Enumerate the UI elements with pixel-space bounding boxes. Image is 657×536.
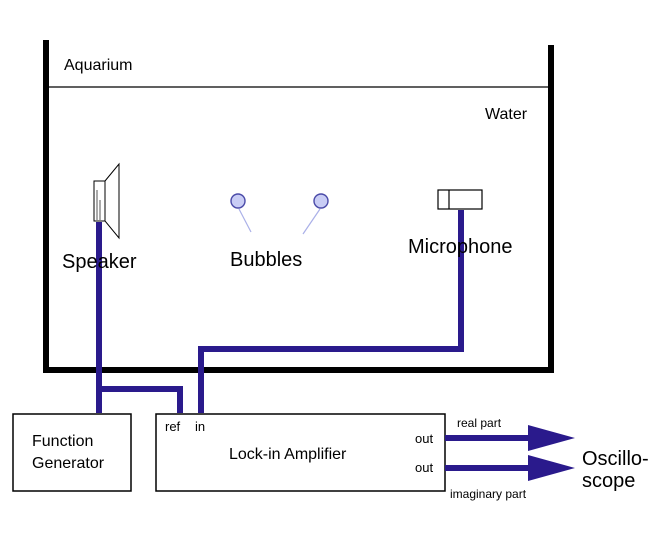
ref-label: ref bbox=[165, 419, 181, 434]
aquarium-label: Aquarium bbox=[64, 57, 132, 74]
real-part-arrow-head bbox=[528, 425, 575, 451]
in-label: in bbox=[195, 419, 205, 434]
microphone-label: Microphone bbox=[408, 236, 513, 258]
oscilloscope-line1: Oscillo- bbox=[582, 448, 649, 470]
water-label: Water bbox=[485, 106, 528, 123]
lockin-title: Lock-in Amplifier bbox=[229, 446, 347, 463]
real-part-label: real part bbox=[457, 416, 502, 430]
out-real-label: out bbox=[415, 431, 433, 446]
speaker-icon bbox=[93, 162, 120, 240]
out-imaginary-label: out bbox=[415, 460, 433, 475]
function-generator-box bbox=[12, 413, 132, 492]
bubble-icon bbox=[313, 193, 329, 209]
microphone-icon bbox=[437, 189, 483, 210]
bubbles-group bbox=[230, 193, 329, 235]
imaginary-part-arrow-head bbox=[528, 455, 575, 481]
function-generator-line1: Function bbox=[32, 433, 93, 450]
microphone-wire bbox=[198, 210, 464, 413]
bubble-trail bbox=[302, 208, 321, 235]
aquarium-tank bbox=[43, 40, 554, 373]
output-arrows bbox=[445, 425, 575, 481]
bubble-trail bbox=[238, 208, 252, 233]
reference-wire bbox=[99, 386, 183, 413]
lockin-amplifier-box bbox=[155, 413, 446, 492]
imaginary-part-label: imaginary part bbox=[450, 487, 527, 501]
bubbles-label: Bubbles bbox=[230, 249, 302, 271]
wires bbox=[96, 210, 464, 413]
speaker-label: Speaker bbox=[62, 251, 137, 273]
oscilloscope-line2: scope bbox=[582, 470, 635, 492]
bubble-icon bbox=[230, 193, 246, 209]
function-generator-line2: Generator bbox=[32, 455, 105, 472]
speaker-cone bbox=[104, 162, 120, 240]
tank-outline bbox=[43, 40, 554, 373]
microphone-body bbox=[437, 189, 483, 210]
